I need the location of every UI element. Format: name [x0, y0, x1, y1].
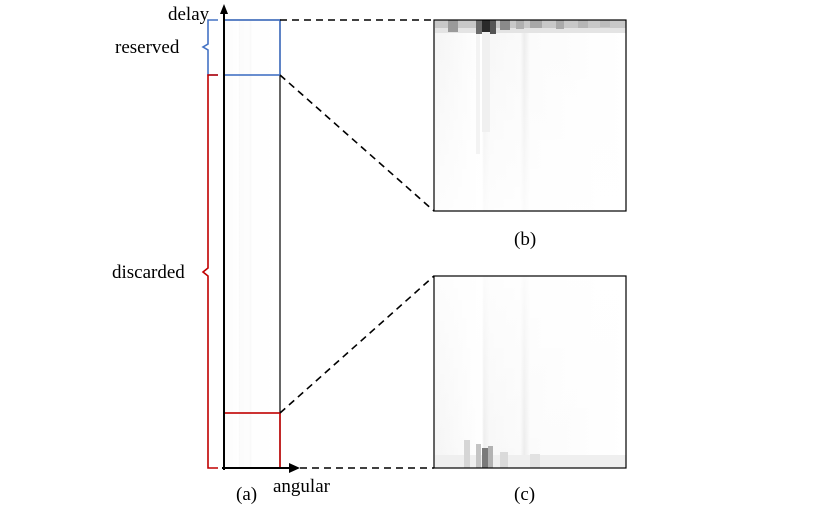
- panel-b-caption: (b): [514, 229, 536, 250]
- reserved-bracket: reserved: [115, 19, 218, 76]
- connector-c-top: [279, 275, 435, 414]
- reserved-bracket-line: [201, 19, 218, 76]
- delay-axis-label: delay: [168, 4, 210, 25]
- panel-c-bottom-energy: [435, 440, 626, 468]
- strip-shading: [225, 21, 279, 467]
- discarded-label: discarded: [112, 262, 185, 283]
- panel-a: [223, 19, 281, 469]
- panel-c-fade: [434, 276, 626, 468]
- connectors: [279, 19, 435, 469]
- delay-axis-arrowhead: [220, 4, 228, 14]
- panel-b-frame: [433, 19, 627, 212]
- connector-b-bottom: [279, 74, 435, 212]
- panel-b-top-energy: [435, 20, 626, 154]
- panel-a-caption: (a): [236, 484, 257, 505]
- discarded-bracket-line: [201, 74, 218, 469]
- panel-b-fade: [434, 20, 626, 211]
- panel-c-frame: [433, 275, 627, 469]
- panel-b: (b): [433, 19, 627, 250]
- discarded-bracket: discarded: [112, 74, 218, 469]
- angular-axis-label: angular: [273, 476, 331, 497]
- axes: delay angular: [168, 4, 331, 497]
- reserved-label: reserved: [115, 37, 180, 58]
- panel-c-caption: (c): [514, 484, 535, 505]
- panel-c: (c): [433, 275, 627, 505]
- angular-axis-arrowhead: [289, 463, 300, 473]
